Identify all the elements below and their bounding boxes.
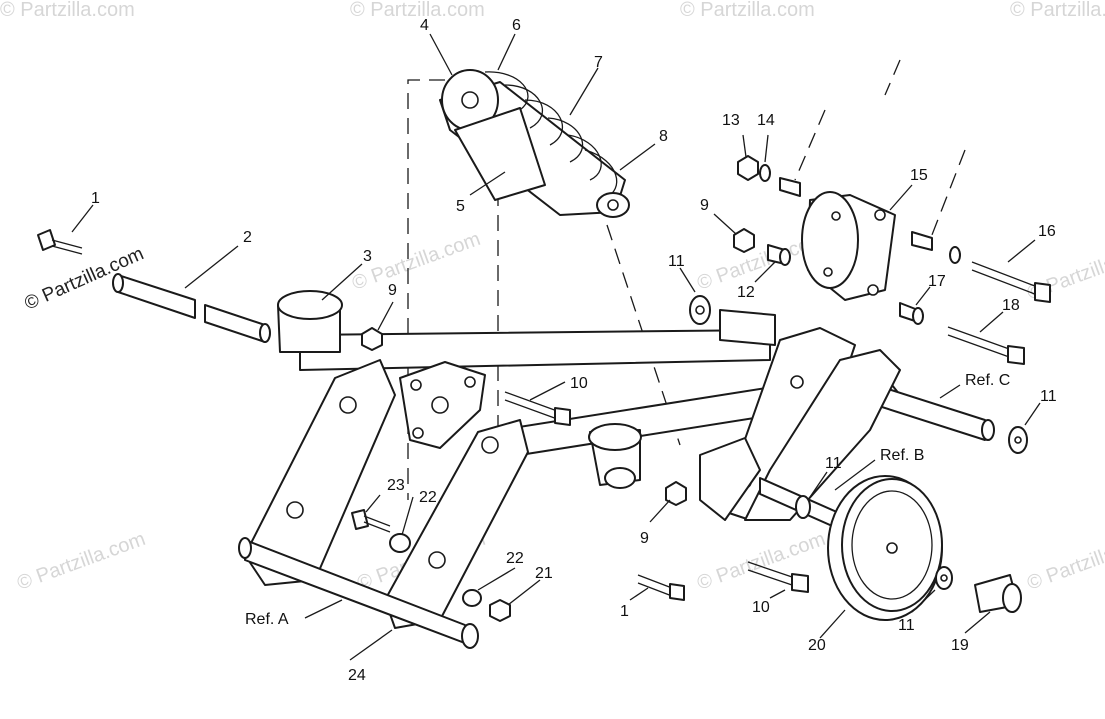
- callout-23: 23: [387, 477, 405, 494]
- sleeve-middle: [588, 423, 642, 489]
- watermark-text: © Partzilla.com: [350, 0, 485, 21]
- callout-4: 4: [420, 17, 429, 34]
- bolt-10-bottom: [747, 561, 809, 593]
- spacer-19: [974, 574, 1022, 613]
- bolt-18: [947, 326, 1025, 365]
- bolt-1-bottom: [637, 574, 685, 601]
- callout-13: 13: [722, 112, 740, 129]
- nut-9-upper: [733, 228, 755, 253]
- callout-10-top: 10: [570, 375, 588, 392]
- callout-3: 3: [363, 248, 372, 265]
- watermark-text: © Partzilla.com: [14, 528, 148, 595]
- callout-9-upper: 9: [700, 197, 709, 214]
- washer-14: [759, 164, 771, 182]
- bushing-upper: [779, 177, 933, 251]
- callout-22-upper: 22: [419, 489, 437, 506]
- ref-b-label: Ref. B: [880, 447, 924, 464]
- bolt-10-top: [504, 391, 571, 426]
- callout-14: 14: [757, 112, 775, 129]
- callout-21: 21: [535, 565, 553, 582]
- washer-22-upper: [389, 533, 411, 553]
- callout-8: 8: [659, 128, 668, 145]
- bolt-16: [971, 261, 1051, 303]
- ref-a-label: Ref. A: [245, 611, 289, 628]
- pivot-shaft: [112, 273, 271, 343]
- leader-lines: [71, 33, 1041, 661]
- callout-5: 5: [456, 198, 465, 215]
- callout-24: 24: [348, 667, 366, 684]
- nut-21: [489, 599, 511, 622]
- shock-absorber: [439, 69, 630, 218]
- callout-9-left: 9: [388, 282, 397, 299]
- callout-7: 7: [594, 54, 603, 71]
- watermark-text: © Partzilla.com: [1010, 0, 1105, 21]
- callout-20: 20: [808, 637, 826, 654]
- bushing-17: [899, 302, 924, 325]
- callout-9-bottom: 9: [640, 530, 649, 547]
- nut-9-left: [361, 327, 383, 351]
- callout-18: 18: [1002, 297, 1020, 314]
- callout-12: 12: [737, 284, 755, 301]
- callout-17: 17: [928, 273, 946, 290]
- ref-c-label: Ref. C: [965, 372, 1010, 389]
- washer-11: [935, 566, 953, 590]
- callout-22-lower: 22: [506, 550, 524, 567]
- callout-19: 19: [951, 637, 969, 654]
- callout-10-bottom: 10: [752, 599, 770, 616]
- spacer-11: [795, 495, 811, 519]
- callout-11-lower: 11: [898, 617, 915, 634]
- callout-2: 2: [243, 229, 252, 246]
- idler-wheel-20: [827, 475, 943, 621]
- right-rocker-arms: [699, 327, 901, 521]
- nut-13: [737, 155, 759, 181]
- callout-11-upper: 11: [668, 253, 685, 270]
- callout-6: 6: [512, 17, 521, 34]
- left-rocker-arms: [238, 359, 529, 649]
- callout-1-bottom: 1: [620, 603, 629, 620]
- callout-15: 15: [910, 167, 928, 184]
- watermark-text: © Partzilla.com: [0, 0, 135, 21]
- shock-bracket: [399, 361, 486, 449]
- washer-upper: [949, 246, 961, 264]
- washer-11: [689, 295, 711, 325]
- washer-11: [1008, 426, 1028, 454]
- washer-22-lower: [462, 589, 482, 607]
- sleeve-3: [277, 290, 343, 353]
- watermark-text: © Partzilla.com: [1024, 528, 1105, 595]
- bolt-23: [351, 509, 391, 533]
- nut-9-bottom: [665, 481, 687, 506]
- watermark-text: © Partzilla.com: [680, 0, 815, 21]
- callout-11-axle: 11: [825, 455, 842, 472]
- callout-1: 1: [91, 190, 100, 207]
- callout-11-right: 11: [1040, 388, 1057, 405]
- bushing-12: [767, 244, 791, 266]
- bolt-1-top: [37, 229, 83, 255]
- callout-16: 16: [1038, 223, 1056, 240]
- upper-mount-15: [801, 191, 896, 301]
